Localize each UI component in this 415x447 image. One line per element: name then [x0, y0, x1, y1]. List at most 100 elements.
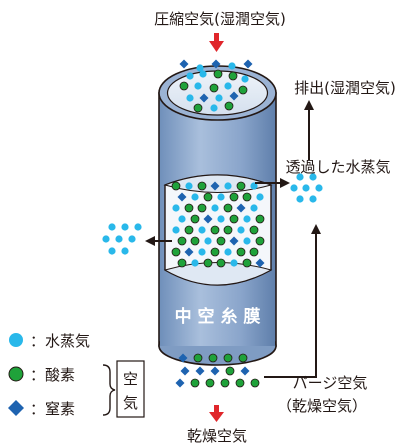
- nitrogen-particle: [199, 93, 209, 103]
- legend-vapor-label: ：水蒸気: [30, 332, 90, 350]
- oxygen-particle: [210, 247, 220, 257]
- oxygen-particle: [205, 378, 215, 388]
- vapor-particle: [108, 223, 116, 231]
- vapor-particle: [191, 193, 199, 201]
- vapor-particle: [230, 259, 238, 267]
- oxygen-particle: [242, 258, 252, 268]
- purge-air-label-2: （乾燥空気）: [277, 397, 367, 415]
- oxygen-particle: [236, 181, 246, 191]
- oxygen-particle: [193, 103, 203, 113]
- oxygen-particle: [177, 236, 187, 246]
- nitrogen-particle: [243, 59, 253, 69]
- vapor-particle: [186, 94, 194, 102]
- legend-oxygen-icon: [8, 366, 24, 382]
- membrane-label: 中 空 糸 膜: [175, 306, 261, 327]
- vapor-particle: [224, 182, 232, 190]
- permeate-left-arrow-icon: [145, 236, 172, 246]
- legend-oxygen-label: ：酸素: [30, 366, 75, 384]
- oxygen-particle: [235, 378, 245, 388]
- legend-nitrogen-icon: [8, 400, 24, 416]
- legend-nitrogen-label: ：窒素: [30, 400, 75, 418]
- nitrogen-particle: [180, 366, 190, 376]
- vapor-particle: [315, 184, 323, 192]
- oxygen-particle: [220, 378, 230, 388]
- oxygen-particle: [208, 353, 218, 363]
- nitrogen-particle: [210, 366, 220, 376]
- vapor-particle: [296, 173, 304, 181]
- oxygen-particle: [228, 71, 238, 81]
- oxygen-particle: [197, 203, 207, 213]
- oxygen-particle: [229, 192, 239, 202]
- oxygen-particle: [203, 192, 213, 202]
- vapor-particle: [243, 215, 251, 223]
- particles: [102, 59, 323, 388]
- exhaust-label: 排出(湿潤空気): [294, 79, 396, 97]
- oxygen-particle: [190, 236, 200, 246]
- vapor-particle: [210, 104, 218, 112]
- nitrogen-particle: [178, 353, 188, 363]
- vapor-particle: [191, 259, 199, 267]
- oxygen-particle: [171, 181, 181, 191]
- vapor-particle: [309, 195, 317, 203]
- legend-brace: [102, 364, 116, 416]
- vapor-particle: [186, 72, 194, 80]
- oxygen-particle: [224, 101, 234, 111]
- dry-air-label: 乾燥空気: [187, 427, 247, 445]
- purge-flow-line: [264, 224, 321, 378]
- vapor-particle: [121, 247, 129, 255]
- oxygen-particle: [229, 214, 239, 224]
- vapor-particle: [228, 62, 236, 70]
- vapor-particle: [243, 237, 251, 245]
- nitrogen-particle: [179, 59, 189, 69]
- oxygen-particle: [238, 353, 248, 363]
- oxygen-particle: [177, 258, 187, 268]
- vapor-particle: [224, 248, 232, 256]
- oxygen-particle: [242, 192, 252, 202]
- oxygen-particle: [223, 353, 233, 363]
- vapor-particle: [215, 94, 223, 102]
- nitrogen-particle: [177, 192, 187, 202]
- oxygen-particle: [250, 378, 260, 388]
- vapor-particle: [296, 195, 304, 203]
- vapor-particle: [198, 248, 206, 256]
- oxygen-particle: [223, 203, 233, 213]
- vapor-particle: [172, 226, 180, 234]
- oxygen-particle: [179, 81, 189, 91]
- vapor-particle: [185, 182, 193, 190]
- vapor-particle: [309, 173, 317, 181]
- oxygen-particle: [190, 214, 200, 224]
- permeated-vapor-label: 透過した水蒸気: [285, 158, 390, 176]
- vapor-particle: [204, 237, 212, 245]
- air-group-box: [116, 360, 145, 418]
- oxygen-particle: [225, 366, 235, 376]
- vapor-particle: [121, 223, 129, 231]
- oxygen-particle: [197, 181, 207, 191]
- nitrogen-particle: [211, 59, 221, 69]
- purge-air-label-1: パージ空気: [293, 374, 368, 392]
- vapor-particle: [178, 215, 186, 223]
- oxygen-particle: [223, 225, 233, 235]
- vapor-particle: [290, 184, 298, 192]
- oxygen-particle: [255, 236, 265, 246]
- compressed-air-label: 圧縮空気(湿潤空気): [154, 10, 286, 28]
- permeate-right-arrow-icon: [255, 178, 290, 188]
- vapor-particle: [211, 204, 219, 212]
- vapor-particle: [194, 82, 202, 90]
- oxygen-particle: [213, 69, 223, 79]
- vapor-particle: [134, 223, 142, 231]
- vapor-particle: [217, 193, 225, 201]
- air-group-label-2: 気: [123, 394, 138, 412]
- inlet-arrow-icon: [209, 33, 224, 52]
- vapor-particle: [196, 64, 204, 72]
- oxygen-particle: [171, 247, 181, 257]
- vapor-particle: [256, 193, 264, 201]
- nitrogen-particle: [195, 366, 205, 376]
- oxygen-particle: [216, 236, 226, 246]
- nitrogen-particle: [229, 236, 239, 246]
- vapor-particle: [108, 247, 116, 255]
- nitrogen-particle: [175, 378, 185, 388]
- oxygen-particle: [203, 258, 213, 268]
- vapor-particle: [302, 184, 310, 192]
- oxygen-particle: [249, 247, 259, 257]
